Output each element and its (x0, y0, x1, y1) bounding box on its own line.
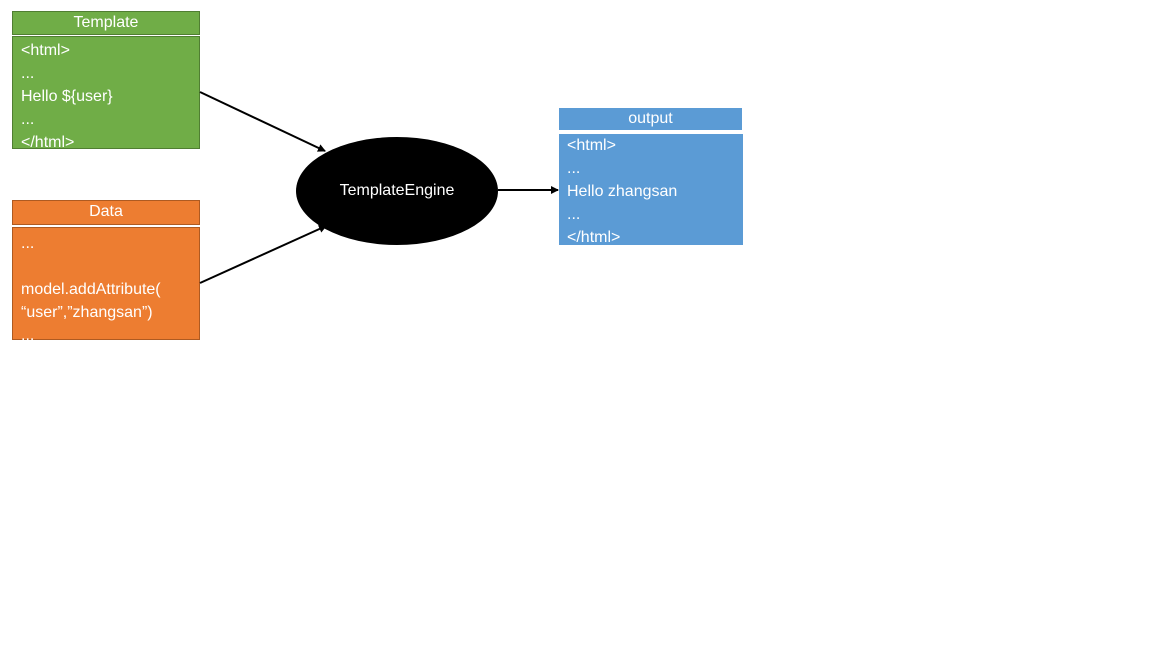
output-line: Hello zhangsan (567, 183, 678, 200)
template-line: ... (21, 65, 35, 82)
output-line: <html> (567, 137, 616, 154)
template-line: </html> (21, 134, 75, 151)
template-box-title: Template (12, 11, 200, 35)
output-box-content: <html> ... Hello zhangsan ... </html> (559, 134, 743, 246)
data-to-engine-arrow (199, 225, 327, 284)
template-line: ... (21, 111, 35, 128)
template-box-content: <html> ... Hello ${user} ... </html> (12, 36, 200, 151)
template-engine-node: TemplateEngine (296, 137, 498, 245)
data-line (21, 255, 199, 278)
data-line: “user”,”zhangsan”) (21, 304, 153, 321)
output-line: ... (567, 160, 581, 177)
data-line: ... (21, 235, 35, 252)
data-box-content: ... model.addAttribute( “user”,”zhangsan… (12, 227, 200, 344)
template-engine-label: TemplateEngine (339, 182, 455, 199)
data-line: model.addAttribute( (21, 281, 161, 298)
template-line: <html> (21, 42, 70, 59)
data-line: ... (21, 327, 35, 344)
output-line: </html> (567, 229, 621, 246)
template-line: Hello ${user} (21, 88, 113, 105)
data-box-title: Data (12, 200, 200, 225)
template-to-engine-arrow (199, 91, 326, 152)
output-box-title: output (559, 108, 742, 130)
output-line: ... (567, 206, 581, 223)
